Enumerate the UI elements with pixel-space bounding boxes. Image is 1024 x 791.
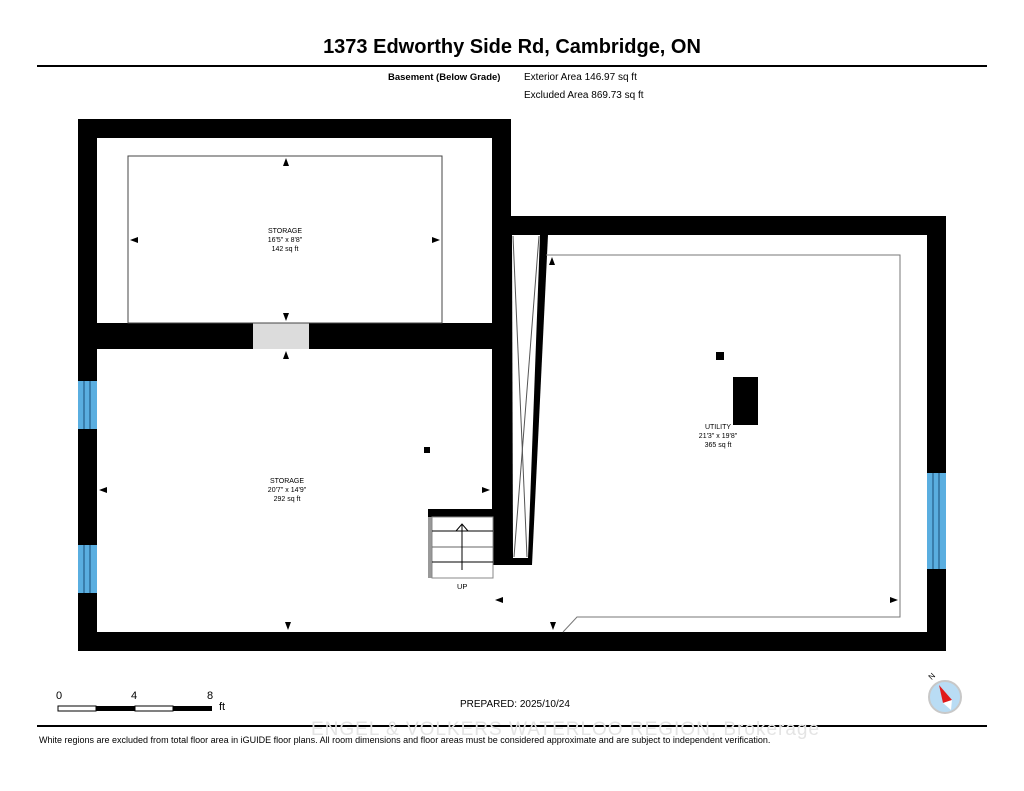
window-left-lower: [78, 545, 97, 593]
scale-tick-4: 4: [131, 690, 138, 702]
scale-unit: ft: [219, 701, 226, 713]
room-label-storage-lower: STORAGE 20'7" x 14'9" 292 sq ft: [267, 478, 307, 503]
window-right: [927, 473, 946, 569]
header-divider: [37, 65, 987, 67]
compass-icon: [928, 680, 962, 714]
scale-tick-0: 0: [56, 690, 63, 702]
dimension-arrows: [99, 158, 898, 630]
window-left-upper: [78, 381, 97, 429]
exterior-area: Exterior Area 146.97 sq ft: [524, 72, 637, 83]
room-label-storage-upper: STORAGE 16'5" x 8'8" 142 sq ft: [267, 228, 303, 253]
disclaimer-text: White regions are excluded from total fl…: [39, 735, 771, 745]
prepared-date: PREPARED: 2025/10/24: [460, 699, 570, 710]
door-opening: [253, 323, 309, 349]
room-label-utility: UTILITY 21'3" x 19'8" 365 sq ft: [698, 424, 738, 449]
scale-bar: [57, 705, 212, 712]
excluded-area: Excluded Area 869.73 sq ft: [524, 90, 644, 101]
stairs-up-label: UP: [457, 582, 468, 591]
brokerage-watermark: ENGEL & VOLKERS WATERLOO REGION, Brokera…: [311, 719, 821, 740]
floor-name: Basement (Below Grade): [388, 72, 501, 83]
stairs: [428, 509, 494, 579]
walls: [78, 119, 946, 651]
furnace: [733, 377, 758, 425]
page-title: 1373 Edworthy Side Rd, Cambridge, ON: [323, 36, 701, 58]
scale-tick-8: 8: [207, 690, 214, 702]
